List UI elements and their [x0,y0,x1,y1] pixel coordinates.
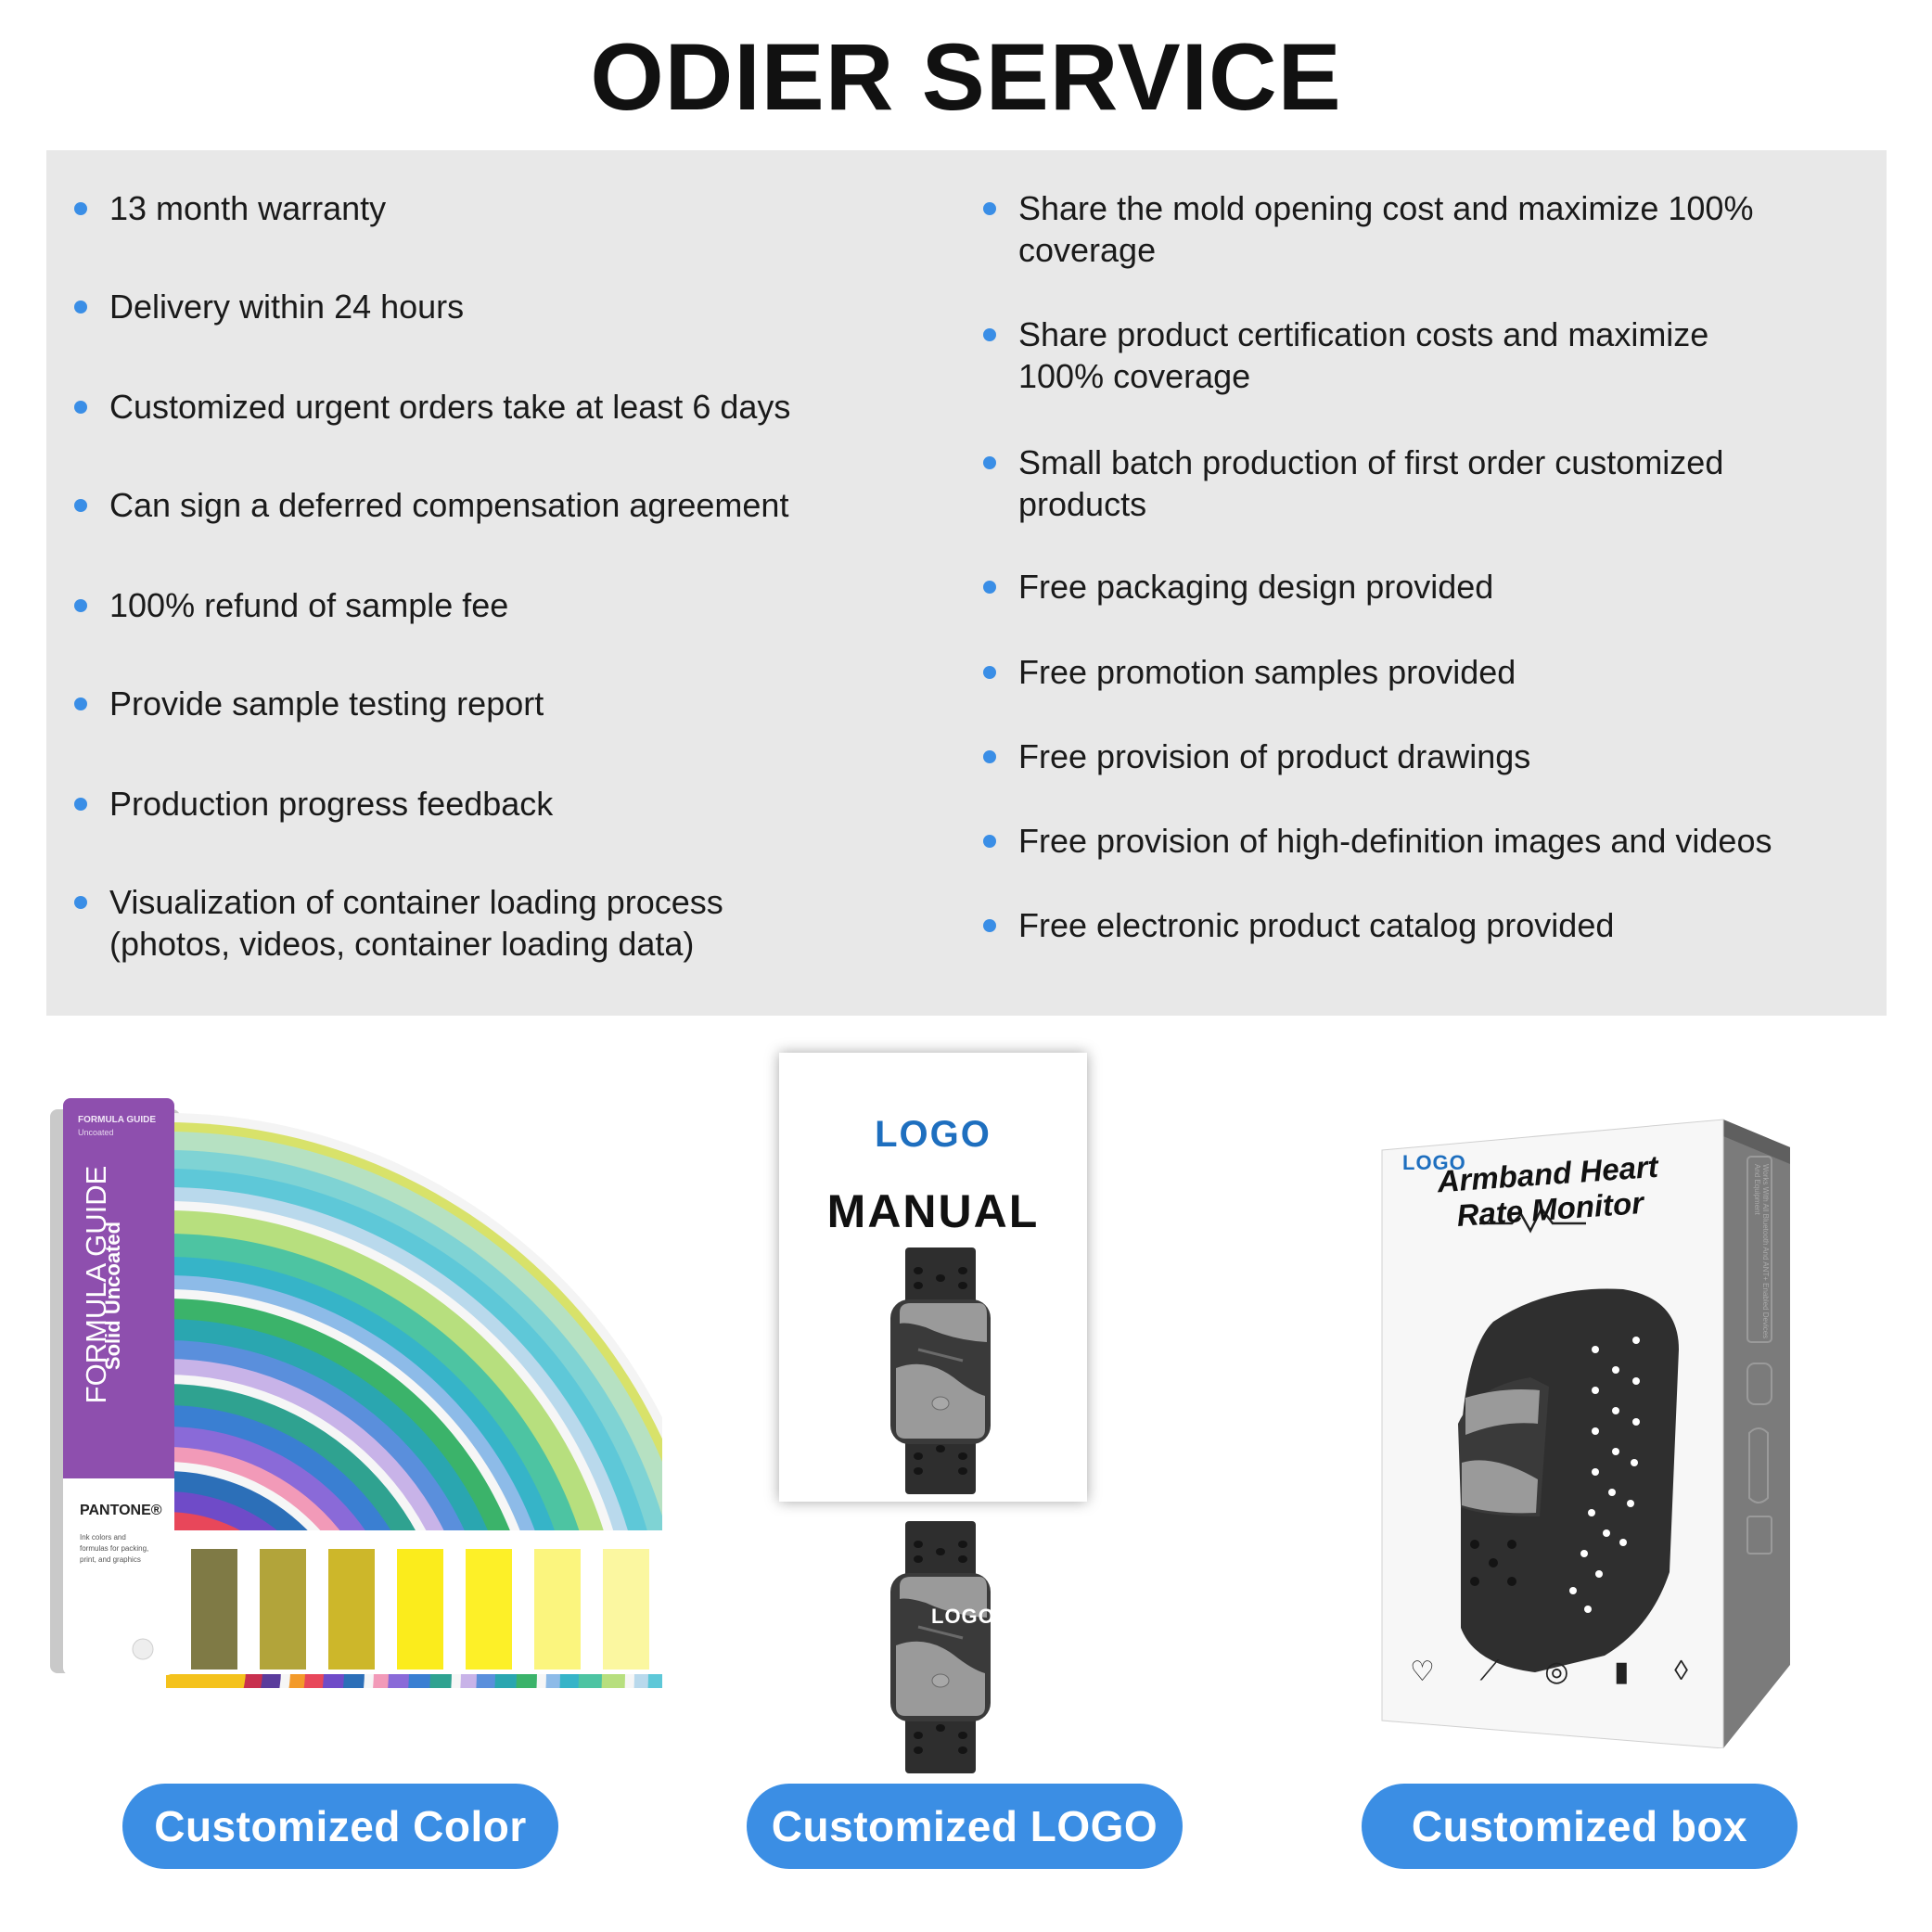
service-item: Can sign a deferred compensation agreeme… [74,484,788,526]
product-box-image: LOGO Armband Heart Rate Monitor Works Wi… [1373,1108,1790,1749]
service-item: Free packaging design provided [983,566,1493,608]
box-feature-icons: ♡ ⟋ ◎ ▮ ◊ [1410,1656,1688,1688]
heart-rate-icon: ♡ [1410,1657,1435,1687]
bullet-dot-icon [983,835,996,848]
customized-logo-button[interactable]: Customized LOGO [747,1784,1183,1869]
armband-device-icon [890,1247,991,1494]
service-item: Customized urgent orders take at least 6… [74,386,790,428]
bullet-dot-icon [983,456,996,469]
services-panel: 13 month warranty Delivery within 24 hou… [46,150,1887,1016]
page-title: ODIER SERVICE [590,24,1342,130]
service-item: Visualization of container loading proce… [74,881,761,965]
service-item: Delivery within 24 hours [74,286,464,327]
service-item: Free electronic product catalog provided [983,904,1614,946]
box-logo-text: LOGO [1402,1151,1466,1174]
bullet-dot-icon [74,697,87,710]
signal-icon: ◎ [1544,1657,1569,1687]
bullet-dot-icon [983,328,996,341]
bullet-dot-icon [74,499,87,512]
manual-logo-text: LOGO [875,1114,992,1155]
service-item: Free provision of product drawings [983,736,1530,777]
service-item: Free provision of high-definition images… [983,820,1772,862]
service-item: Free promotion samples provided [983,651,1516,693]
guide-spine-sub: Solid Uncoated [101,1221,124,1371]
guide-blurb: Ink colors and formulas for packing, pri… [80,1533,149,1564]
box-side-text: Works With All Bluetooth And ANT+ Enable… [1753,1164,1770,1339]
manual-card: LOGO MANUAL [779,1053,1087,1502]
service-item: Provide sample testing report [74,683,544,724]
service-item: Small batch production of first order cu… [983,441,1781,525]
bullet-dot-icon [983,919,996,932]
bullet-dot-icon [983,581,996,594]
bullet-dot-icon [74,896,87,909]
service-item: 100% refund of sample fee [74,584,508,626]
service-item: Share the mold opening cost and maximize… [983,187,1818,271]
battery-icon: ▮ [1614,1657,1630,1687]
pantone-color-guide-image: FORMULA GUIDE Uncoated FORMULA GUIDE Sol… [50,1094,662,1688]
bullet-dot-icon [983,666,996,679]
armband-device-icon [890,1521,991,1773]
device-logo-text: LOGO [931,1605,995,1628]
customized-color-button[interactable]: Customized Color [122,1784,558,1869]
water-drop-icon: ◊ [1674,1656,1688,1686]
bullet-dot-icon [74,599,87,612]
bullet-dot-icon [74,798,87,811]
customized-box-button[interactable]: Customized box [1362,1784,1798,1869]
bullet-dot-icon [74,401,87,414]
guide-top-sub: Uncoated [78,1128,114,1137]
manual-title: MANUAL [826,1185,1040,1237]
bullet-dot-icon [983,750,996,763]
arm-icon: ⟋ [1479,1656,1500,1686]
bullet-dot-icon [74,202,87,215]
bullet-dot-icon [983,202,996,215]
service-item: Production progress feedback [74,783,553,825]
service-item: Share product certification costs and ma… [983,313,1762,397]
bullet-dot-icon [74,301,87,313]
pantone-brand: PANTONE® [80,1503,162,1518]
service-item: 13 month warranty [74,187,386,229]
guide-top-label: FORMULA GUIDE [78,1115,157,1125]
